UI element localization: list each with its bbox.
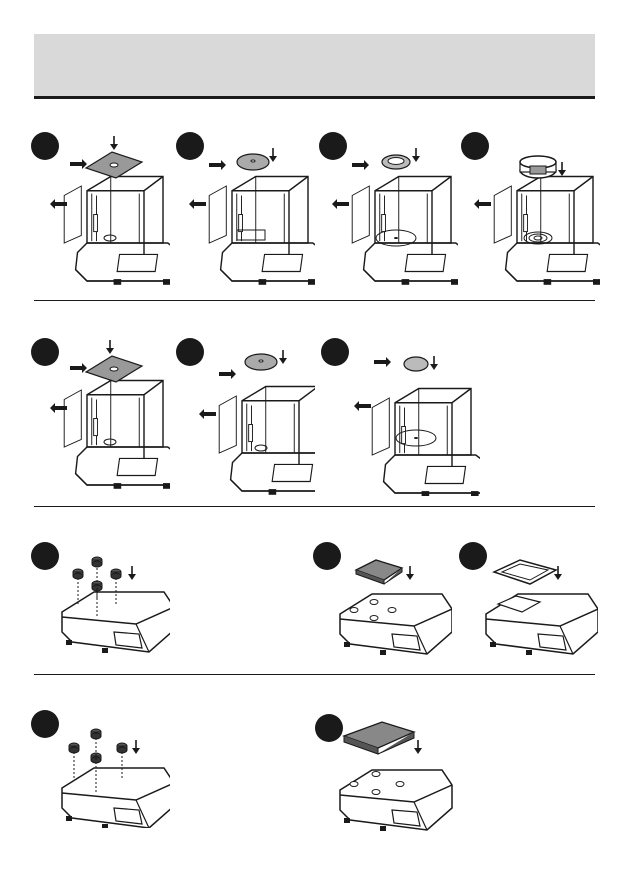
side-arrow-icon	[209, 160, 226, 170]
draft-shield-large-step-4	[460, 130, 600, 290]
side-arrow-icon	[354, 401, 371, 411]
pan-support-pin	[69, 743, 79, 753]
step-marker-icon	[176, 338, 204, 366]
side-arrow-icon	[374, 357, 391, 367]
down-arrow-icon	[558, 162, 566, 176]
pan-support-pin	[92, 557, 102, 567]
draft-shield-small-step-1	[30, 336, 170, 496]
down-arrow-icon	[110, 136, 118, 150]
down-arrow-icon	[106, 340, 114, 354]
pan-support-pin	[117, 743, 127, 753]
step-marker-icon	[31, 338, 59, 366]
side-arrow-icon	[70, 363, 87, 373]
step-marker-icon	[459, 542, 487, 570]
side-arrow-icon	[219, 369, 236, 379]
down-arrow-icon	[412, 148, 420, 162]
step-marker-icon	[315, 714, 343, 742]
header-band	[34, 34, 595, 96]
step-marker-icon	[321, 338, 349, 366]
side-arrow-icon	[332, 199, 349, 209]
step-marker-icon	[319, 132, 347, 160]
down-arrow-icon	[132, 740, 140, 754]
pan-support-pin	[91, 729, 101, 739]
side-arrow-icon	[474, 199, 491, 209]
flat-pan-square-step-3	[458, 540, 598, 660]
down-arrow-icon	[430, 356, 438, 370]
step-marker-icon	[31, 132, 59, 160]
down-arrow-icon	[406, 566, 414, 580]
draft-shield-large-step-3	[318, 130, 458, 290]
side-arrow-icon	[352, 160, 369, 170]
header-rule	[34, 96, 595, 99]
down-arrow-icon	[279, 350, 287, 364]
down-arrow-icon	[128, 566, 136, 580]
down-arrow-icon	[554, 566, 562, 580]
section-divider	[34, 300, 595, 301]
step-marker-icon	[176, 132, 204, 160]
draft-shield-small-step-2	[175, 336, 315, 496]
pan-support-pin	[73, 569, 83, 579]
draft-shield-small-step-3	[320, 336, 480, 496]
down-arrow-icon	[269, 148, 277, 162]
draft-shield-large-step-2	[175, 130, 315, 290]
draft-ring	[404, 357, 428, 371]
side-arrow-icon	[189, 199, 206, 209]
flat-pan-large-step-1	[30, 708, 170, 828]
flat-pan-square-step-1	[30, 540, 170, 660]
section-divider	[34, 506, 595, 507]
draft-shield-large-step-1	[30, 130, 170, 290]
section-divider	[34, 674, 595, 675]
down-arrow-icon	[414, 740, 422, 754]
flat-pan-large-step-2	[314, 712, 454, 832]
flat-pan-square-step-2	[312, 540, 452, 660]
step-marker-icon	[461, 132, 489, 160]
side-arrow-icon	[70, 159, 87, 169]
step-marker-icon	[31, 710, 59, 738]
side-arrow-icon	[199, 409, 216, 419]
step-marker-icon	[313, 542, 341, 570]
step-marker-icon	[31, 542, 59, 570]
pan-support-pin	[111, 569, 121, 579]
